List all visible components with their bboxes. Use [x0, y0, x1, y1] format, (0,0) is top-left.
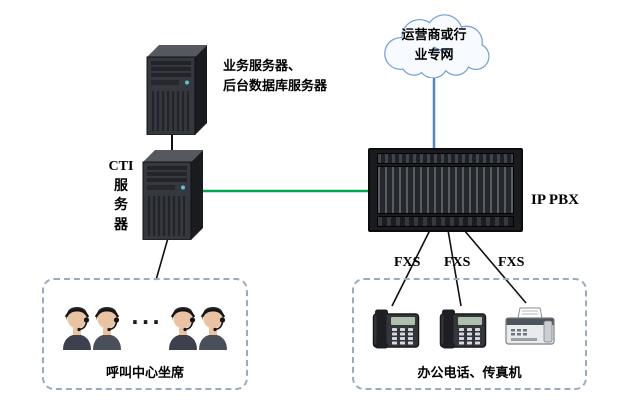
pbx-bottom-rail — [377, 216, 514, 227]
call-agent-icon — [88, 302, 126, 350]
office-devices-group: 办公电话、传真机 — [352, 278, 587, 390]
cti-server-label-line1: CTI — [108, 159, 134, 174]
cti-server-label-line4: 器 — [114, 216, 128, 233]
cti-server-label-line3: 务 — [114, 197, 128, 214]
app-server-label-line1: 业务服务器、 — [223, 59, 302, 74]
cti-server-label-line2: 服 — [114, 177, 128, 194]
pbx-card-slots — [377, 166, 514, 214]
cloud-icon: 运营商或行 业专网 — [372, 10, 496, 79]
app-server-label-line2: 后台数据库服务器 — [223, 79, 328, 95]
call-center-label: 呼叫中心坐席 — [105, 366, 184, 381]
cloud-label-line1: 运营商或行 — [401, 28, 467, 43]
app-server-label: 业务服务器、 后台数据库服务器 — [223, 57, 327, 97]
fxs-label-3: FXS — [498, 255, 525, 270]
cti-server-icon — [141, 150, 205, 241]
agents-ellipsis: ··· — [131, 310, 163, 334]
cloud-label: 运营商或行 业专网 — [372, 26, 496, 65]
link-ctiserver-callcenter — [155, 237, 169, 281]
call-agent-icon — [164, 302, 202, 350]
cloud-label-line2: 业专网 — [414, 47, 454, 63]
call-agent-icon — [194, 302, 232, 350]
desk-phone-icon — [439, 308, 487, 350]
app-server-icon — [145, 45, 209, 136]
fxs-label-1: FXS — [394, 255, 421, 270]
desk-phone-icon — [372, 308, 420, 350]
fxs-label-2: FXS — [444, 255, 471, 270]
pbx-icon — [368, 148, 523, 232]
office-devices-label: 办公电话、传真机 — [417, 366, 522, 381]
pbx-top-rail — [377, 153, 514, 164]
call-agent-icon — [58, 302, 96, 350]
fax-machine-icon — [504, 306, 556, 350]
cti-server-label: CTI 服 务 器 — [104, 157, 138, 235]
call-center-group: ··· — [42, 278, 248, 390]
pbx-label: IP PBX — [531, 192, 579, 208]
